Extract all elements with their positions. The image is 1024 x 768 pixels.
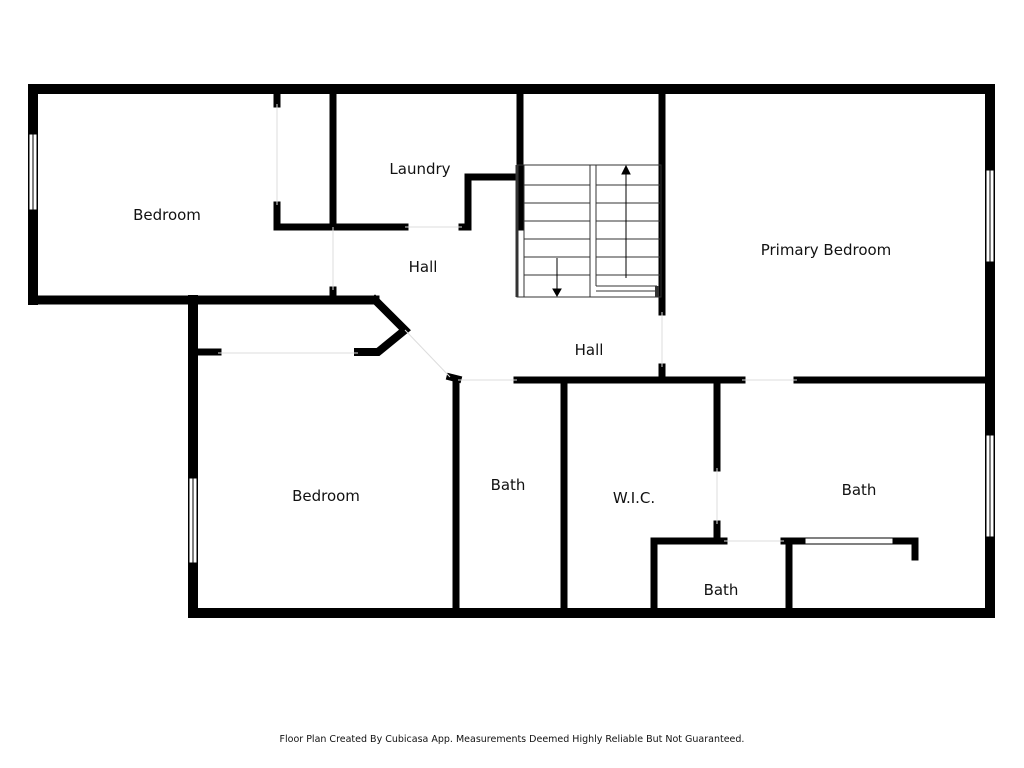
walls <box>28 84 995 618</box>
stair-arrow-up-icon <box>621 164 631 175</box>
label-bedroom-sw: Bedroom <box>292 487 360 505</box>
wall-laundry-closet <box>464 173 524 231</box>
stair-treads-right <box>596 184 660 276</box>
staircase <box>515 164 662 298</box>
label-bath-center: Bath <box>491 476 526 494</box>
wall-closet-nw-b <box>273 201 409 231</box>
label-bedroom-nw: Bedroom <box>133 206 201 224</box>
wall-small-bath-top <box>650 537 728 613</box>
openings <box>28 133 995 564</box>
wall-angled-closet <box>354 294 411 356</box>
stair-treads-left <box>523 165 590 297</box>
stair-arrow-down-icon <box>552 288 562 298</box>
label-bath-small: Bath <box>704 581 739 599</box>
label-laundry: Laundry <box>389 160 450 178</box>
room-labels: Bedroom Laundry Hall Primary Bedroom Hal… <box>133 160 891 599</box>
interior-openings <box>218 104 797 542</box>
label-bath-primary: Bath <box>842 481 877 499</box>
label-wic: W.I.C. <box>613 489 655 507</box>
wall-tub-end <box>889 537 919 561</box>
label-hall-lower: Hall <box>575 341 604 359</box>
label-primary-bedroom: Primary Bedroom <box>761 241 892 259</box>
footer-disclaimer: Floor Plan Created By Cubicasa App. Meas… <box>279 734 745 745</box>
bathtub-edge <box>804 537 894 545</box>
label-hall-upper: Hall <box>409 258 438 276</box>
